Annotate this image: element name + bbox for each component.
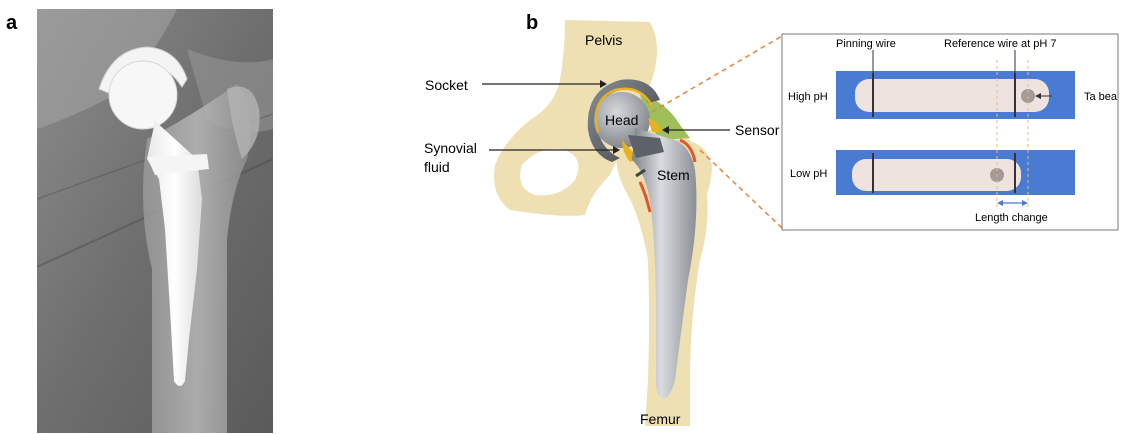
label-length-change: Length change bbox=[975, 212, 1048, 224]
label-stem: Stem bbox=[657, 167, 690, 183]
sensor-inset-box bbox=[782, 34, 1118, 230]
label-high-ph: High pH bbox=[788, 91, 828, 103]
panel-label-a: a bbox=[6, 12, 17, 35]
label-low-ph: Low pH bbox=[790, 168, 827, 180]
label-femur: Femur bbox=[640, 411, 681, 427]
label-socket: Socket bbox=[425, 77, 468, 93]
xray-image bbox=[37, 9, 273, 433]
label-head: Head bbox=[605, 112, 638, 128]
label-ta-bead: Ta bea bbox=[1084, 91, 1118, 103]
label-synovial-2: fluid bbox=[424, 159, 450, 175]
label-pelvis: Pelvis bbox=[585, 32, 622, 48]
label-synovial-1: Synovial bbox=[424, 140, 477, 156]
hip-diagram: Pelvis Socket Head Sensor Synovial fluid… bbox=[400, 0, 1122, 434]
label-sensor: Sensor bbox=[735, 122, 780, 138]
label-pinning-wire: Pinning wire bbox=[836, 38, 896, 50]
label-reference-wire: Reference wire at pH 7 bbox=[944, 38, 1057, 50]
